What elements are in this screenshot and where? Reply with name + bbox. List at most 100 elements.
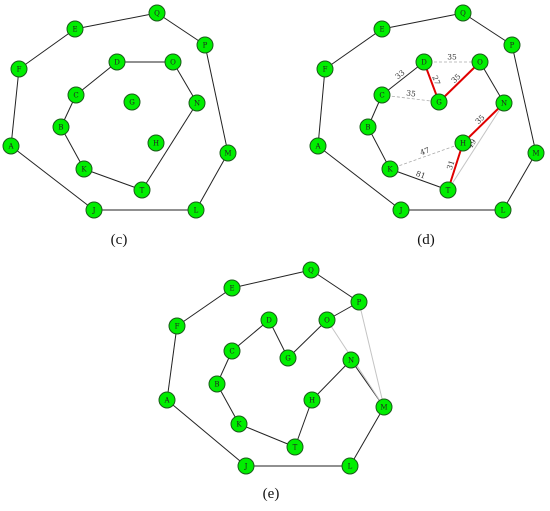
node-e-P: P — [350, 293, 368, 311]
node-circle — [318, 311, 336, 329]
node-circle — [223, 342, 241, 360]
node-circle — [10, 60, 28, 78]
edge-d-M-L — [502, 152, 537, 211]
node-label: T — [446, 187, 451, 195]
node-d-D: D — [415, 53, 433, 71]
node-e-M: M — [375, 398, 393, 416]
node-label: P — [203, 42, 208, 50]
caption-d: (d) — [417, 232, 435, 248]
node-circle — [123, 93, 141, 111]
node-c-C: C — [67, 86, 85, 104]
node-c-M: M — [219, 144, 237, 162]
node-label: A — [314, 143, 321, 151]
edge-weight-d-D-G: 27 — [430, 74, 442, 86]
node-c-Q: Q — [148, 4, 166, 22]
node-circle — [302, 261, 320, 279]
node-c-K: K — [75, 160, 93, 178]
node-circle — [188, 94, 206, 112]
node-label: F — [323, 66, 328, 74]
node-label: F — [17, 66, 22, 74]
node-label: D — [421, 59, 427, 67]
node-circle — [359, 118, 377, 136]
edge-d-N-T — [447, 102, 505, 191]
edge-weight-d-K-T: 81 — [415, 169, 427, 181]
node-circle — [147, 134, 165, 152]
node-label: D — [114, 59, 120, 67]
node-c-P: P — [196, 36, 214, 54]
node-circle — [527, 144, 545, 162]
node-label: J — [399, 207, 403, 215]
node-circle — [454, 4, 472, 22]
edge-d-N-H — [462, 102, 505, 144]
edge-c-M-L — [195, 152, 229, 211]
edge-d-G-O — [438, 61, 481, 103]
edge-e-O-G — [287, 319, 328, 359]
node-label: G — [285, 355, 291, 363]
node-d-E: E — [373, 20, 391, 38]
node-d-G: G — [430, 93, 448, 111]
node-label: T — [140, 187, 145, 195]
node-label: N — [194, 100, 200, 108]
edge-weight-d-C-D: 33 — [393, 68, 406, 81]
node-label: D — [266, 317, 272, 325]
node-circle — [381, 160, 399, 178]
edge-d-A-F — [317, 68, 326, 147]
node-label: C — [229, 348, 234, 356]
edge-d-C-D — [381, 61, 425, 96]
node-e-G: G — [279, 349, 297, 367]
edge-c-F-E — [18, 28, 76, 70]
caption-c: (c) — [111, 232, 128, 248]
node-label: B — [214, 381, 219, 389]
edge-d-E-Q — [381, 12, 464, 30]
node-circle — [471, 53, 489, 71]
node-circle — [208, 375, 226, 393]
edge-c-N-T — [141, 102, 198, 191]
node-label: C — [73, 92, 78, 100]
node-circle — [503, 36, 521, 54]
node-circle — [260, 311, 278, 329]
node-e-O: O — [318, 311, 336, 329]
node-label: N — [501, 100, 507, 108]
node-circle — [415, 53, 433, 71]
node-e-J: J — [237, 457, 255, 475]
node-d-T: T — [439, 181, 457, 199]
node-circle — [223, 279, 241, 297]
node-c-A: A — [2, 137, 20, 155]
node-e-L: L — [341, 457, 359, 475]
edge-d-Q-P — [462, 12, 513, 46]
edge-d-J-A — [317, 145, 402, 211]
edge-weight-d-K-H: 47 — [419, 145, 431, 157]
edge-e-A-F — [166, 325, 178, 401]
node-label: Q — [460, 10, 466, 18]
node-c-H: H — [147, 134, 165, 152]
node-circle — [75, 160, 93, 178]
node-label: O — [477, 59, 483, 67]
node-label: P — [357, 299, 362, 307]
edge-weight-d-G-O: 35 — [449, 72, 462, 85]
edge-weight-d-C-G: 35 — [406, 88, 417, 98]
node-c-D: D — [108, 53, 126, 71]
edge-e-M-L — [349, 406, 385, 467]
node-circle — [196, 36, 214, 54]
node-label: J — [92, 207, 96, 215]
edge-c-J-A — [10, 145, 95, 211]
node-circle — [279, 349, 297, 367]
node-d-K: K — [381, 160, 399, 178]
node-label: Q — [154, 10, 160, 18]
node-d-Q: Q — [454, 4, 472, 22]
node-circle — [148, 4, 166, 22]
node-label: P — [510, 42, 515, 50]
node-c-G: G — [123, 93, 141, 111]
edge-c-T-K — [83, 168, 143, 191]
node-label: C — [379, 92, 384, 100]
node-label: M — [380, 404, 387, 412]
edge-c-P-M — [204, 44, 229, 154]
edge-e-F-E — [176, 287, 233, 327]
edge-c-E-Q — [74, 12, 158, 30]
node-c-B: B — [52, 118, 70, 136]
node-circle — [439, 181, 457, 199]
node-label: J — [244, 463, 248, 471]
